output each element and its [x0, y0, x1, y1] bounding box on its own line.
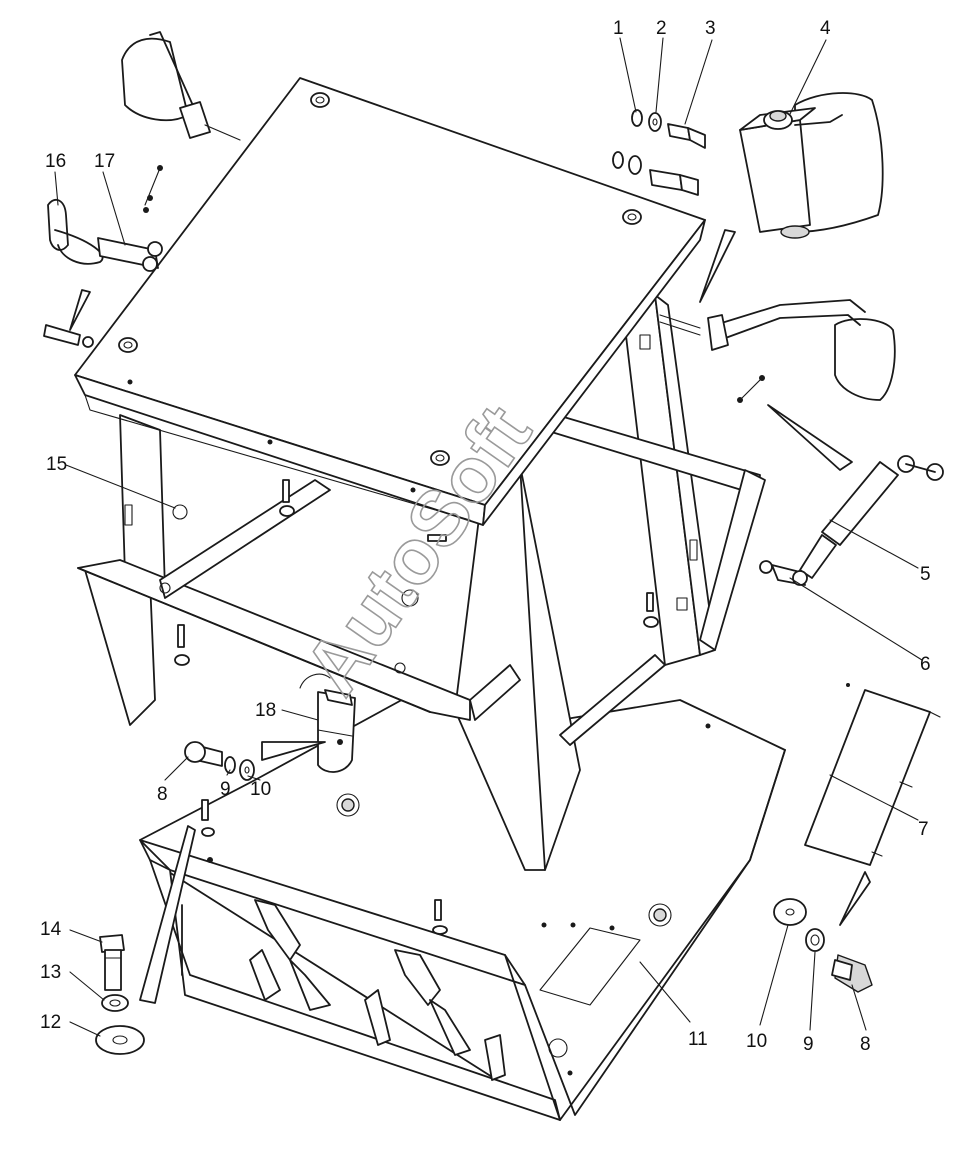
roof-panel [74, 77, 706, 526]
callout-10-left: 10 [250, 779, 271, 800]
callout-1: 1 [613, 18, 624, 39]
callout-18: 18 [255, 700, 276, 721]
bolts-and-washers [95, 109, 873, 1055]
gas-strut-5 [799, 455, 944, 579]
callout-4: 4 [820, 18, 831, 39]
right-mirror [707, 299, 896, 401]
callout-6: 6 [920, 654, 931, 675]
callout-8-left: 8 [157, 784, 168, 805]
side-panel-7 [804, 683, 941, 866]
fire-extinguisher-18 [299, 673, 356, 773]
assembly-arrows [69, 229, 871, 1004]
floor-plate-11 [139, 689, 786, 1121]
callout-11: 11 [688, 1029, 708, 1050]
floor-gussets [249, 899, 506, 1081]
left-mirror [121, 31, 241, 141]
callout-17: 17 [94, 151, 115, 172]
callout-9-left: 9 [220, 779, 231, 800]
cab-frame [77, 284, 766, 871]
callout-3: 3 [705, 18, 716, 39]
tank-4 [739, 92, 884, 239]
callout-12: 12 [40, 1012, 61, 1033]
ball-joint-6 [759, 560, 808, 586]
callout-15: 15 [46, 454, 67, 475]
callout-16: 16 [45, 151, 66, 172]
callout-10-right: 10 [746, 1031, 767, 1052]
leader-lines [54, 37, 923, 1037]
callout-labels: 1 2 3 4 5 6 7 8 8 9 9 10 10 11 12 13 14 … [40, 18, 931, 1055]
callout-2: 2 [656, 18, 667, 39]
callout-8-right: 8 [860, 1034, 871, 1055]
callout-7: 7 [918, 819, 929, 840]
handle-16-pin-17 [43, 165, 163, 348]
roof-lifting-eyes [118, 92, 642, 466]
callout-14: 14 [40, 919, 62, 940]
callout-5: 5 [920, 564, 931, 585]
callout-13: 13 [40, 962, 61, 983]
callout-9-right: 9 [803, 1034, 814, 1055]
mirror-rods [659, 314, 765, 403]
